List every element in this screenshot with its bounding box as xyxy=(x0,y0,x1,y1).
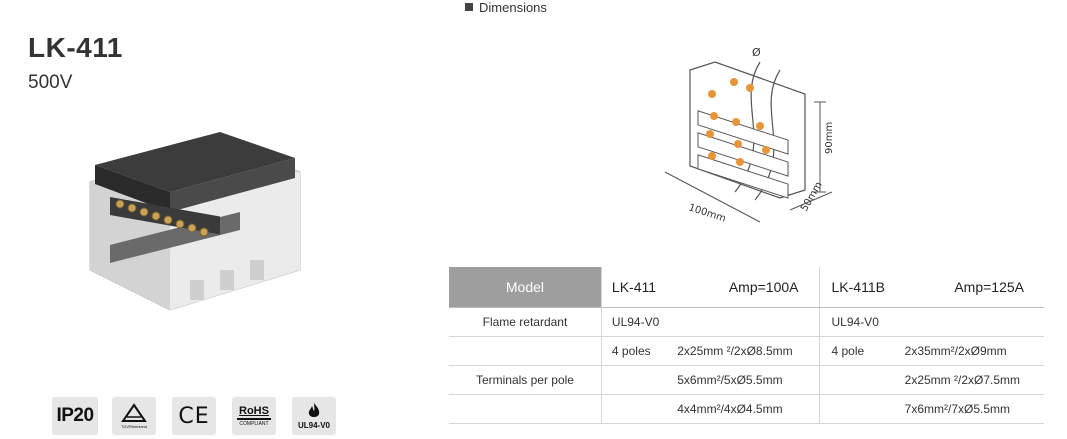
row-label: Terminals per pole xyxy=(449,365,602,395)
header-model: Model xyxy=(449,267,602,308)
square-bullet-icon xyxy=(465,3,473,11)
ul94-badge: UL94-V0 xyxy=(292,396,336,436)
cell: 4x4mm²/4xØ4.5mm xyxy=(677,394,819,424)
dimensions-heading: Dimensions xyxy=(465,0,547,15)
dimension-diagram: Ø 90mm 100mm 50mm xyxy=(640,22,860,237)
cell xyxy=(600,394,678,424)
rohs-icon: RoHS COMPLIANT xyxy=(232,397,276,435)
header-m1-name: LK-411 xyxy=(600,267,678,308)
table-row: 4x4mm²/4xØ4.5mm 7x6mm²/7xØ5.5mm xyxy=(449,394,1044,424)
header-m2-amp: Amp=125A xyxy=(954,279,1024,295)
header-m1-amp: Amp=100A xyxy=(728,279,799,295)
cell: UL94-V0 xyxy=(600,307,678,337)
diameter-label: Ø xyxy=(752,46,761,59)
cell: 2x25mm ²/2xØ8.5mm xyxy=(677,336,819,366)
cell: 4 pole xyxy=(818,336,905,366)
cell xyxy=(818,394,905,424)
table-row: Flame retardant UL94-V0 UL94-V0 xyxy=(449,307,1044,337)
row-label xyxy=(449,336,602,366)
table-row: 4 poles 2x25mm ²/2xØ8.5mm 4 pole 2x35mm²… xyxy=(449,336,1044,366)
cell xyxy=(677,307,819,337)
ip20-label: IP20 xyxy=(52,397,98,435)
tuv-icon: TÜVRheinland xyxy=(112,397,156,435)
ip20-badge: IP20 xyxy=(52,396,98,436)
height-label: 90mm xyxy=(824,122,835,154)
cell: 5x6mm²/5xØ5.5mm xyxy=(677,365,819,395)
cell xyxy=(904,307,1044,337)
rohs-compliant-label: COMPLIANT xyxy=(239,420,269,427)
rohs-label: RoHS xyxy=(237,405,271,420)
width-label: 100mm xyxy=(687,202,727,224)
spec-table: Model LK-411 Amp=100A LK-411B Amp=125A F… xyxy=(449,267,1044,424)
product-title: LK-411 xyxy=(28,32,123,63)
cell xyxy=(818,365,905,395)
tuv-badge: TÜVRheinland xyxy=(112,396,156,436)
rohs-badge: RoHS COMPLIANT xyxy=(232,396,276,436)
row-label: Flame retardant xyxy=(449,307,602,337)
cell: 2x25mm ²/2xØ7.5mm xyxy=(904,365,1044,395)
cell: 7x6mm²/7xØ5.5mm xyxy=(904,394,1044,424)
tuv-label: TÜVRheinland xyxy=(120,424,147,429)
product-image xyxy=(70,120,320,325)
row-label xyxy=(449,394,602,424)
ce-mark-icon: CE xyxy=(178,403,210,429)
spec-table-header: Model LK-411 Amp=100A LK-411B Amp=125A xyxy=(449,267,1044,308)
table-row: Terminals per pole 5x6mm²/5xØ5.5mm 2x25m… xyxy=(449,365,1044,395)
cell: 2x35mm²/2xØ9mm xyxy=(904,336,1044,366)
flame-icon: UL94-V0 xyxy=(292,397,336,435)
dimensions-label: Dimensions xyxy=(479,0,547,15)
product-voltage: 500V xyxy=(28,72,73,93)
ul94-label: UL94-V0 xyxy=(297,421,330,430)
header-m2-name: LK-411B xyxy=(818,267,905,308)
cell xyxy=(600,365,678,395)
cell: 4 poles xyxy=(600,336,678,366)
cell: UL94-V0 xyxy=(818,307,905,337)
ce-badge: CE xyxy=(172,396,216,436)
